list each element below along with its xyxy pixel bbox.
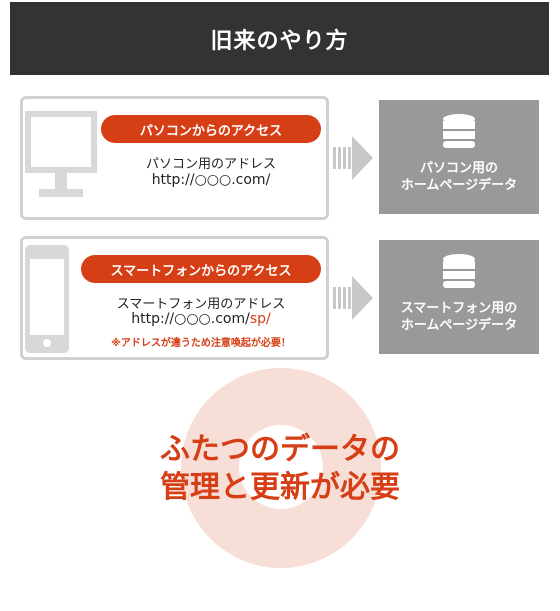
- pc-address-label: パソコン用のアドレス: [145, 157, 276, 172]
- arrow-right-icon: [333, 136, 373, 180]
- database-icon: [443, 114, 475, 148]
- pc-data-line1: パソコン用の: [419, 161, 498, 176]
- smartphone-icon: [25, 245, 69, 353]
- smartphone-access-card: スマートフォンからのアクセス スマートフォン用のアドレス http://○○○.…: [20, 236, 329, 360]
- conclusion-circle-center: [239, 425, 323, 509]
- smartphone-access-pill: スマートフォンからのアクセス: [81, 255, 321, 283]
- conclusion-line2: 管理と更新が必要: [160, 470, 400, 505]
- smartphone-url-suffix: sp/: [249, 311, 271, 327]
- smartphone-address-label: スマートフォン用のアドレス: [116, 297, 286, 312]
- monitor-icon: [25, 111, 97, 197]
- smartphone-access-label: スマートフォンからのアクセス: [110, 263, 292, 279]
- conclusion-text: ふたつのデータの 管理と更新が必要: [0, 431, 560, 507]
- smartphone-url: http://○○○.com/sp/: [81, 311, 321, 327]
- arrow-right-icon: [333, 276, 373, 320]
- pc-data-box: パソコン用の ホームページデータ: [379, 100, 539, 214]
- pc-url: http://○○○.com/: [151, 172, 271, 188]
- smartphone-data-line1: スマートフォン用の: [400, 301, 518, 316]
- address-warning: ※アドレスが違うため注意喚起が必要！: [111, 338, 291, 349]
- pc-data-line2: ホームページデータ: [400, 178, 518, 193]
- smartphone-data-box: スマートフォン用の ホームページデータ: [379, 240, 539, 354]
- page-header: 旧来のやり方: [10, 2, 549, 75]
- smartphone-data-line2: ホームページデータ: [400, 318, 518, 333]
- pc-access-card: パソコンからのアクセス パソコン用のアドレス http://○○○.com/: [20, 96, 329, 220]
- page-title: 旧来のやり方: [210, 28, 349, 54]
- pc-access-pill: パソコンからのアクセス: [101, 115, 321, 143]
- smartphone-url-base: http://○○○.com/: [131, 311, 250, 327]
- conclusion-line1: ふたつのデータの: [160, 432, 400, 467]
- pc-access-label: パソコンからのアクセス: [139, 123, 283, 139]
- database-icon: [443, 254, 475, 288]
